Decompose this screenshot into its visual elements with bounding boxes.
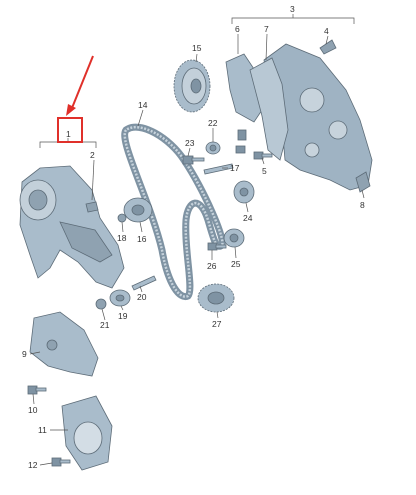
- bolt-10[interactable]: [27, 385, 47, 395]
- callout-20: 20: [137, 292, 147, 302]
- callout-16: 16: [137, 234, 147, 244]
- plug-cap[interactable]: [355, 171, 371, 193]
- bolt-26[interactable]: [207, 242, 227, 251]
- pulley-19[interactable]: [109, 289, 131, 307]
- idler-pulley-25[interactable]: [223, 228, 245, 248]
- callout-12: 12: [28, 460, 38, 470]
- callout-22: 22: [208, 118, 218, 128]
- crankshaft-sprocket[interactable]: [197, 283, 235, 313]
- bolt-small-b[interactable]: [237, 129, 247, 141]
- lower-timing-cover[interactable]: [29, 311, 99, 377]
- cover-plate[interactable]: [61, 395, 113, 471]
- callout-26: 26: [207, 261, 217, 271]
- callout-24: 24: [243, 213, 253, 223]
- callout-27: 27: [212, 319, 222, 329]
- washer-21[interactable]: [95, 298, 107, 310]
- callout-7: 7: [264, 24, 269, 34]
- callout-14: 14: [138, 100, 148, 110]
- bushing-22[interactable]: [205, 141, 221, 155]
- bolt-23[interactable]: [182, 155, 205, 165]
- cover-gasket[interactable]: [249, 57, 289, 161]
- callout-19: 19: [118, 311, 128, 321]
- callout-3: 3: [290, 4, 295, 14]
- leader-lines: [29, 33, 365, 466]
- callout-11: 11: [38, 425, 47, 435]
- belt-tensioner[interactable]: [123, 197, 153, 223]
- pointer-arrow-icon: [66, 55, 94, 116]
- callout-23: 23: [185, 138, 195, 148]
- callout-9: 9: [22, 349, 27, 359]
- callout-25: 25: [231, 259, 241, 269]
- callout-5: 5: [262, 166, 267, 176]
- cover-clip[interactable]: [85, 201, 99, 213]
- leader-group-3: [231, 14, 355, 24]
- callout-15: 15: [192, 43, 202, 53]
- timing-belt[interactable]: [121, 123, 226, 301]
- callout-17: 17: [230, 163, 240, 173]
- highlight-box: [57, 117, 83, 143]
- bolt-12[interactable]: [51, 457, 71, 467]
- idler-pulley-24[interactable]: [233, 180, 255, 204]
- callout-2: 2: [90, 150, 95, 160]
- stud-bolt-17[interactable]: [203, 163, 234, 175]
- callout-6: 6: [235, 24, 240, 34]
- upper-timing-cover[interactable]: [19, 165, 125, 289]
- callout-8: 8: [360, 200, 365, 210]
- callout-4: 4: [324, 26, 329, 36]
- stud-bolt-20[interactable]: [131, 275, 157, 291]
- callout-1: 1: [66, 129, 71, 139]
- callout-10: 10: [28, 405, 38, 415]
- bolt-small-a[interactable]: [235, 145, 246, 154]
- bolt-5[interactable]: [253, 151, 273, 160]
- callout-18: 18: [117, 233, 127, 243]
- callout-21: 21: [100, 320, 110, 330]
- retaining-clip[interactable]: [319, 39, 337, 55]
- washer-18[interactable]: [117, 213, 127, 223]
- camshaft-sprocket[interactable]: [173, 59, 211, 113]
